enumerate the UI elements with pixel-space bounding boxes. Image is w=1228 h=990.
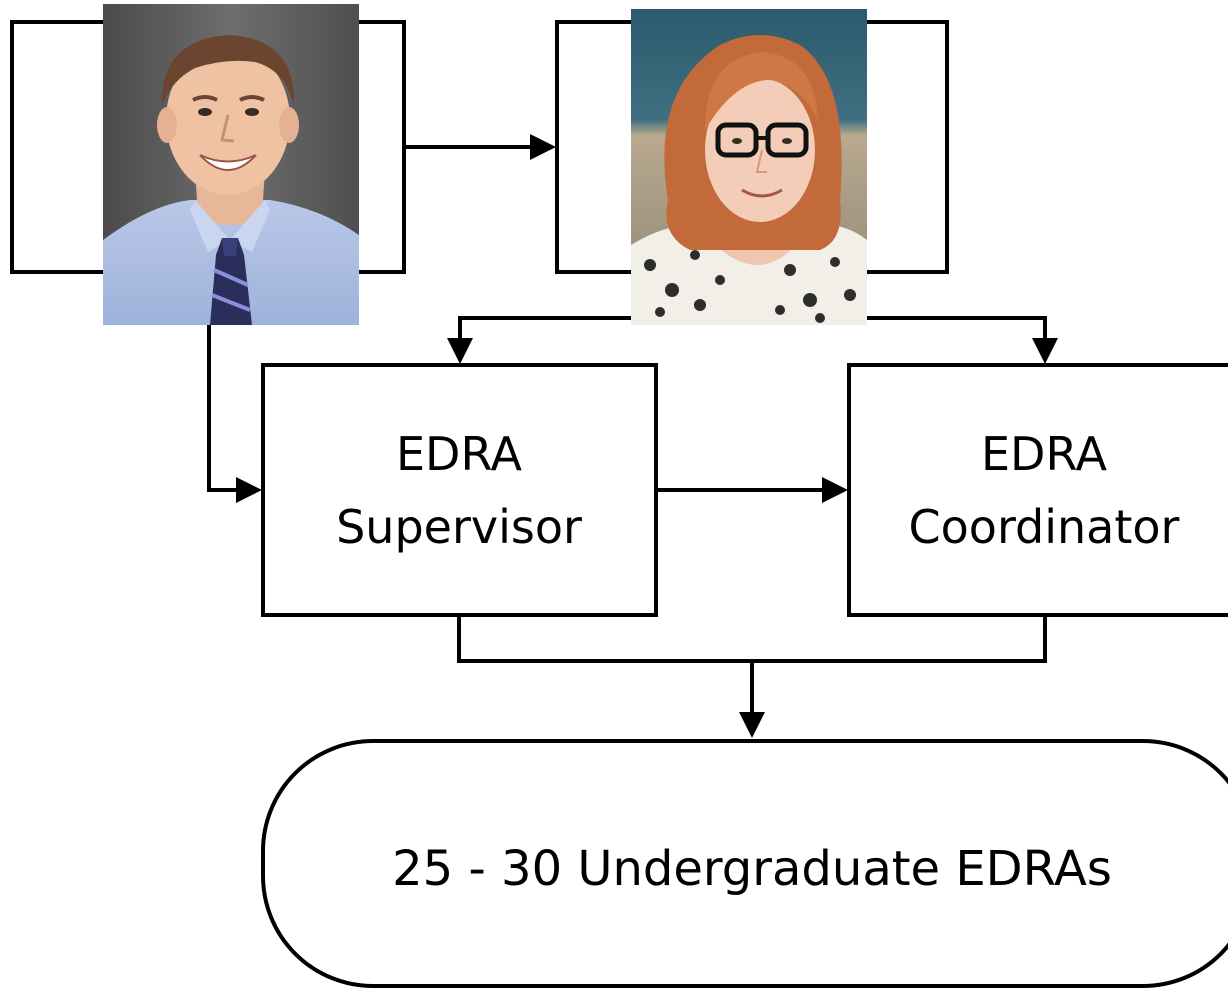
undergrads-node: 25 - 30 Undergraduate EDRAs	[261, 739, 1228, 988]
man-portrait	[103, 4, 359, 325]
undergrads-box	[261, 739, 1228, 988]
connector-left-to-supervisor	[207, 318, 236, 492]
coordinator-box	[847, 363, 1228, 617]
arrowhead-to-coordinator	[1032, 338, 1058, 364]
woman-portrait	[631, 9, 867, 325]
arrowhead-left-supervisor	[236, 477, 262, 503]
arrowhead-coordinator	[822, 477, 848, 503]
coordinator-line1: EDRA	[981, 427, 1108, 481]
connector-merge	[457, 615, 1047, 663]
coordinator-node: EDRA Coordinator	[847, 363, 1228, 617]
undergrads-label: 25 - 30 Undergraduate EDRAs	[392, 841, 1112, 897]
coordinator-line2: Coordinator	[909, 500, 1180, 554]
arrowhead-undergrads	[739, 712, 765, 738]
supervisor-box	[261, 363, 658, 617]
arrowhead-top-right	[530, 134, 556, 160]
supervisor-line1: EDRA	[396, 427, 523, 481]
supervisor-line2: Supervisor	[336, 500, 582, 554]
arrowhead-to-supervisor	[447, 338, 473, 364]
supervisor-node: EDRA Supervisor	[261, 363, 658, 617]
